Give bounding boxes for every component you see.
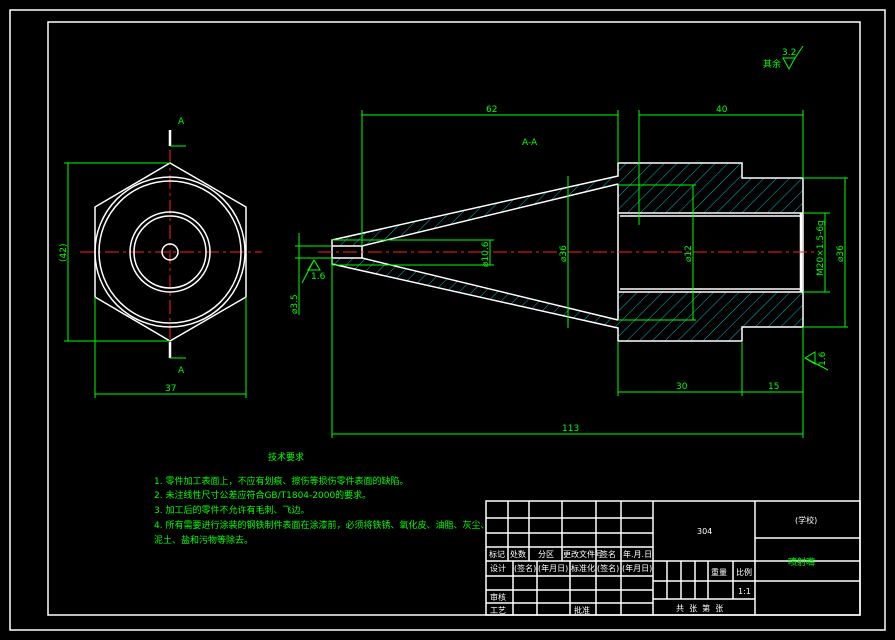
title-block-text: 标记 处数 分区 更改文件号 签名 年.月.日 设计 (签名) (年月日) 标准… <box>489 515 817 615</box>
dim-outer-diameter: ⌀36 <box>836 245 846 262</box>
roughness-label: 其余 <box>763 58 781 70</box>
tb-scale: 1:1 <box>738 587 751 596</box>
dim-mid-diameter: ⌀36 <box>559 245 569 262</box>
tb-standard: 标准化 <box>571 563 595 573</box>
roughness-end: 1.6 <box>818 351 828 366</box>
tb-review: 审核 <box>490 592 506 602</box>
section-mark-top: A <box>178 117 185 127</box>
tech-title: 技术要求 <box>268 451 304 463</box>
dim-tip-diameter: ⌀3.5 <box>290 294 300 314</box>
left-view: A A (42) 37 <box>59 117 262 398</box>
tb-mark: 标记 <box>489 549 505 559</box>
tb-approve: 批准 <box>574 605 590 615</box>
dim-cone-length: 62 <box>486 105 497 115</box>
tb-material: 304 <box>697 527 712 536</box>
tb-standard-sign: (签名) <box>597 563 619 573</box>
tech-item: 2. 未注线性尺寸公差应符合GB/T1804-2000的要求。 <box>154 489 371 501</box>
dim-hub-length: 40 <box>716 105 728 115</box>
tb-design-date: (年月日) <box>538 563 568 573</box>
tb-signature: 签名 <box>600 549 616 559</box>
roughness-tip: 1.6 <box>311 272 326 282</box>
section-title: A-A <box>522 138 538 148</box>
dim-bore-diameter: ⌀12 <box>684 245 694 262</box>
tb-weight-label: 重量 <box>711 567 727 577</box>
tb-design: 设计 <box>490 563 506 573</box>
tb-zone: 分区 <box>538 550 554 559</box>
dim-thread: M20×1.5-6g <box>816 220 826 276</box>
tb-sheets: 共 张 第 张 <box>676 603 723 613</box>
tech-requirements: 技术要求 1. 零件加工表面上，不应有划痕、擦伤等损伤零件表面的缺陷。 2. 未… <box>154 451 489 546</box>
inner-frame <box>47 21 861 616</box>
title-block <box>485 500 861 616</box>
tb-school: (学校) <box>795 515 817 525</box>
section-view: A-A 62 40 30 15 113 ⌀3.5 1.6 ⌀10.6 ⌀36 ⌀… <box>290 105 848 438</box>
tech-item: 泥土、盐和污物等除去。 <box>154 534 253 546</box>
tb-change-doc: 更改文件号 <box>563 549 603 559</box>
dim-total-length: 113 <box>562 424 579 434</box>
tech-item: 1. 零件加工表面上，不应有划痕、擦伤等损伤零件表面的缺陷。 <box>154 475 408 487</box>
dim-width: 37 <box>165 384 176 394</box>
dim-tip-outer-diameter: ⌀10.6 <box>481 241 491 267</box>
tech-item: 4. 所有需要进行涂装的钢铁制件表面在涂漆前，必须将铁锈、氧化皮、油脂、灰尘、 <box>154 519 489 531</box>
roughness-value: 3.2 <box>782 48 796 58</box>
tb-date: 年.月.日 <box>623 549 652 559</box>
tb-design-sign: (签名) <box>514 563 536 573</box>
tb-part-name: 喷射嘴 <box>788 556 815 568</box>
dim-step-length: 15 <box>768 382 779 392</box>
tech-item: 3. 加工后的零件不允许有毛刺、飞边。 <box>154 504 309 516</box>
tb-standard-date: (年月日) <box>622 563 652 573</box>
tb-process: 工艺 <box>490 606 506 615</box>
general-roughness: 其余 3.2 <box>763 45 804 71</box>
dim-bore-length: 30 <box>676 382 688 392</box>
dim-height: (42) <box>59 244 69 262</box>
tb-scale-label: 比例 <box>736 567 752 577</box>
outer-frame <box>9 9 886 631</box>
tb-count: 处数 <box>510 549 526 559</box>
section-mark-bottom: A <box>178 366 185 376</box>
